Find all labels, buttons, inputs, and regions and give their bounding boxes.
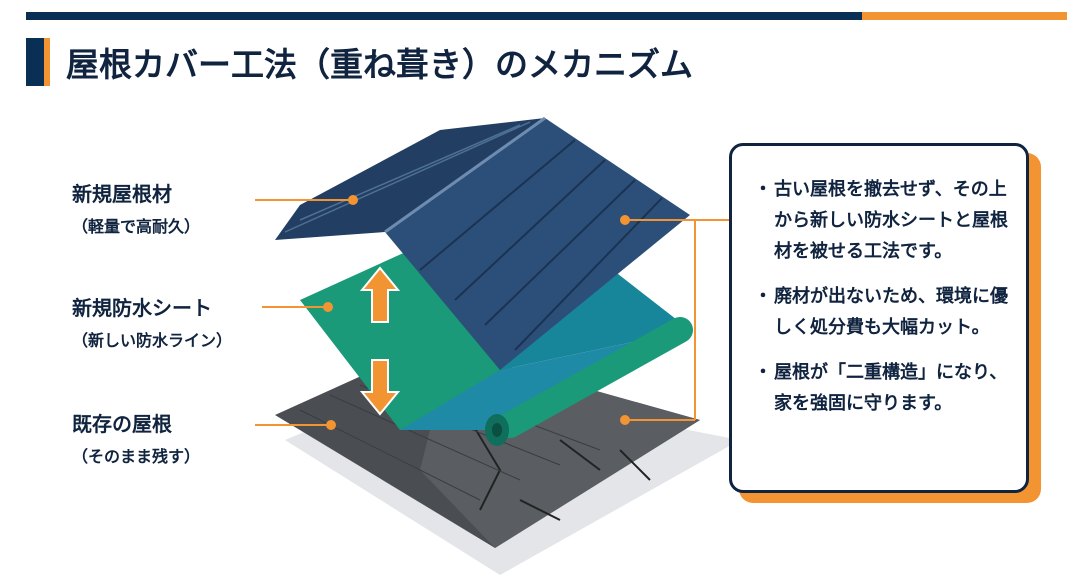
bullet-symbol: ・ — [754, 286, 772, 307]
label-waterproof-sheet: 新規防水シート （新しい防水ライン） — [72, 292, 232, 351]
bullet-item: ・ 屋根が「二重構造」になり、家を強固に守ります。 — [754, 357, 1012, 419]
label-sub: （そのまま残す） — [72, 447, 201, 466]
bullet-text: 屋根が「二重構造」になり、家を強固に守ります。 — [774, 362, 1008, 414]
up-arrow-icon — [359, 266, 401, 323]
top-bar-navy — [26, 12, 862, 20]
label-sub: （軽量で高耐久） — [72, 217, 201, 236]
label-main: 新規防水シート — [72, 296, 212, 320]
title-accent-bar — [26, 38, 50, 86]
bullet-item: ・ 廃材が出ないため、環境に優しく処分費も大幅カット。 — [754, 281, 1012, 343]
bullet-symbol: ・ — [754, 362, 772, 383]
page-title: 屋根カバー工法（重ね葺き）のメカニズム — [66, 45, 693, 84]
bullet-item: ・ 古い屋根を撤去せず、その上から新しい防水シートと屋根材を被せる工法です。 — [754, 174, 1012, 267]
label-main: 既存の屋根 — [72, 412, 172, 436]
down-arrow-icon — [359, 359, 401, 416]
bullet-text: 古い屋根を撤去せず、その上から新しい防水シートと屋根材を被せる工法です。 — [774, 179, 1008, 262]
bullet-text: 廃材が出ないため、環境に優しく処分費も大幅カット。 — [774, 286, 1008, 338]
new-metal-roof — [275, 116, 690, 370]
top-bar-orange — [862, 12, 1067, 20]
label-new-roofing: 新規屋根材 （軽量で高耐久） — [72, 178, 200, 237]
info-box: ・ 古い屋根を撤去せず、その上から新しい防水シートと屋根材を被せる工法です。 ・… — [729, 143, 1029, 493]
leader-lines — [255, 195, 729, 430]
label-existing-roof: 既存の屋根 （そのまま残す） — [72, 408, 200, 467]
bullet-symbol: ・ — [754, 179, 772, 200]
label-sub: （新しい防水ライン） — [72, 331, 233, 350]
label-main: 新規屋根材 — [72, 182, 172, 206]
